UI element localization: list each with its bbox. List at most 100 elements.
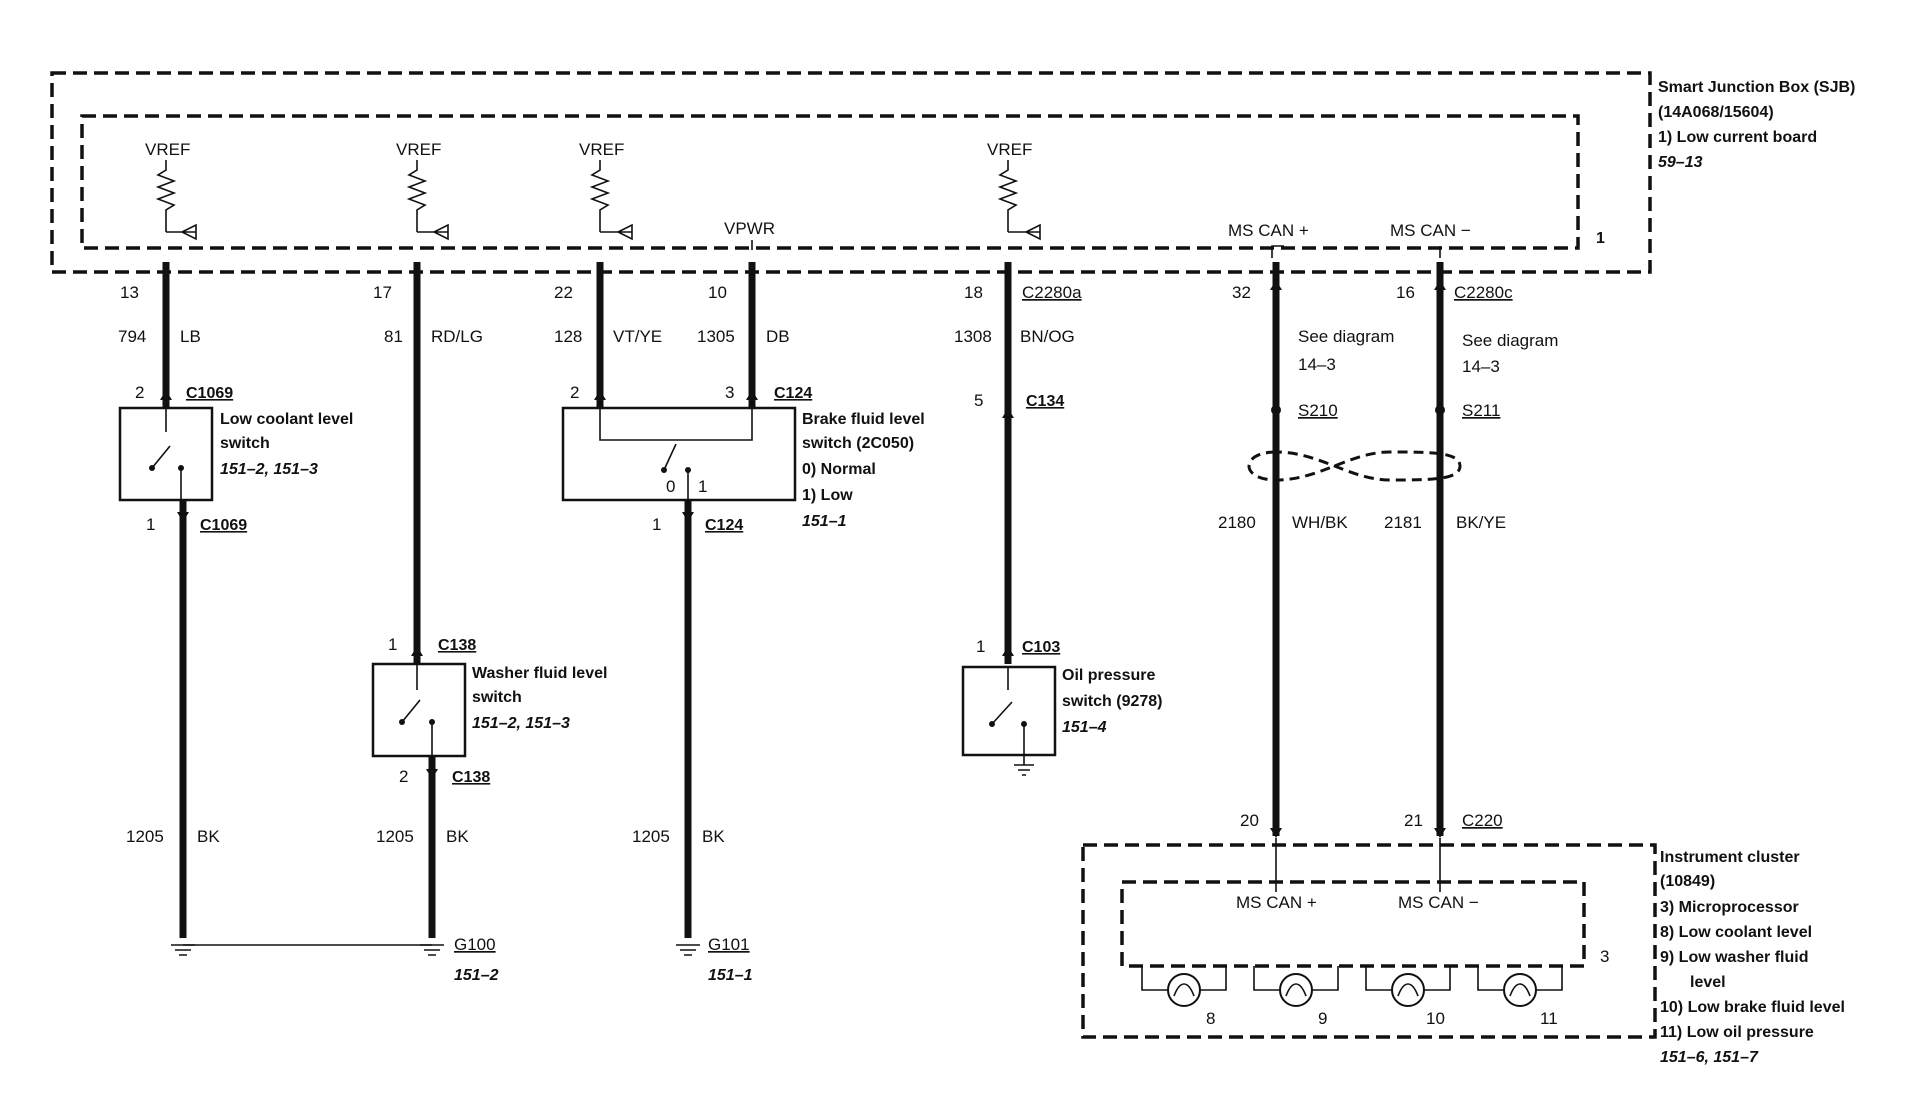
svg-text:3: 3 xyxy=(725,383,734,402)
svg-text:VREF: VREF xyxy=(396,140,441,159)
conn-c2280c: C2280c xyxy=(1454,283,1513,302)
svg-text:Oil pressure: Oil pressure xyxy=(1062,667,1155,684)
svg-text:Washer fluid level: Washer fluid level xyxy=(472,665,607,682)
vref-resistor-2: VREF xyxy=(396,140,449,241)
color-rdlg: RD/LG xyxy=(431,327,483,346)
svg-text:2: 2 xyxy=(135,383,144,402)
svg-text:1205: 1205 xyxy=(632,827,670,846)
see-diagram-2: See diagram xyxy=(1462,331,1558,350)
svg-text:1205: 1205 xyxy=(126,827,164,846)
ground-symbol-g100 xyxy=(420,944,444,956)
pin-16: 16 xyxy=(1396,283,1415,302)
cluster-inner-box xyxy=(1120,880,1586,968)
svg-text:1: 1 xyxy=(652,515,661,534)
svg-text:C124: C124 xyxy=(774,385,812,402)
svg-text:C138: C138 xyxy=(452,769,490,786)
color-vtye: VT/YE xyxy=(613,327,662,346)
svg-text:VREF: VREF xyxy=(579,140,624,159)
lamp-9-icon xyxy=(1253,966,1339,1007)
splice-s210: S210 xyxy=(1298,401,1338,420)
cluster-title: Instrument cluster xyxy=(1660,849,1800,866)
oil-switch: 5 C134 1 C103 Oil pressure switch (9278)… xyxy=(961,391,1162,776)
svg-text:C124: C124 xyxy=(705,517,743,534)
svg-text:VREF: VREF xyxy=(987,140,1032,159)
cluster-pin-20: 20 xyxy=(1240,811,1259,830)
cluster-pin-21: 21 xyxy=(1404,811,1423,830)
g101-label: G101 xyxy=(708,935,750,954)
color-lb: LB xyxy=(180,327,201,346)
cluster-mscan-leads xyxy=(1275,838,1441,892)
svg-text:C134: C134 xyxy=(1026,393,1064,410)
lamp-11-icon xyxy=(1477,966,1563,1007)
color-bkye: BK/YE xyxy=(1456,513,1506,532)
cluster-item-9: 9) Low washer fluid xyxy=(1660,949,1808,966)
sjb-ref: 59–13 xyxy=(1658,154,1703,171)
see-ref-1: 14–3 xyxy=(1298,355,1336,374)
cluster-mscan-plus: MS CAN + xyxy=(1236,893,1317,912)
coolant-switch: 2 C1069 Low coolant level switch 151–2, … xyxy=(118,383,353,534)
svg-text:0: 0 xyxy=(666,477,675,496)
ground-symbol-1 xyxy=(171,944,195,956)
pin-32: 32 xyxy=(1232,283,1251,302)
circuit-794: 794 xyxy=(118,327,146,346)
pin-13: 13 xyxy=(120,283,139,302)
svg-text:BK: BK xyxy=(702,827,725,846)
cluster-item-8: 8) Low coolant level xyxy=(1660,924,1812,941)
svg-text:1: 1 xyxy=(146,515,155,534)
twisted-pair xyxy=(1247,450,1462,482)
cluster-part: (10849) xyxy=(1660,873,1715,890)
svg-text:switch: switch xyxy=(472,689,522,706)
lamp-10-label: 10 xyxy=(1426,1009,1445,1028)
svg-text:Brake fluid level: Brake fluid level xyxy=(802,411,925,428)
svg-text:2: 2 xyxy=(399,767,408,786)
svg-text:1) Low: 1) Low xyxy=(802,487,853,504)
ground-labels: 1205 BK 1205 BK 1205 BK xyxy=(126,827,725,846)
g100-ref: 151–2 xyxy=(454,967,499,984)
svg-text:1: 1 xyxy=(388,635,397,654)
svg-text:C1069: C1069 xyxy=(186,385,233,402)
svg-text:0) Normal: 0) Normal xyxy=(802,461,876,478)
splice-dot-s210 xyxy=(1271,405,1281,415)
sjb-mscan-leads xyxy=(1271,245,1441,258)
ground-symbol-g101 xyxy=(676,944,700,956)
sjb-outer-box xyxy=(50,71,1652,274)
lamp-8-label: 8 xyxy=(1206,1009,1215,1028)
svg-text:BK: BK xyxy=(446,827,469,846)
svg-text:151–2, 151–3: 151–2, 151–3 xyxy=(220,461,318,478)
circuit-2181: 2181 xyxy=(1384,513,1422,532)
circuit-1308: 1308 xyxy=(954,327,992,346)
circuit-128: 128 xyxy=(554,327,582,346)
brake-switch: 2 3 C124 0 1 Brake fluid level switch (2… xyxy=(561,383,925,534)
see-ref-2: 14–3 xyxy=(1462,357,1500,376)
pin-10: 10 xyxy=(708,283,727,302)
sjb-part: (14A068/15604) xyxy=(1658,104,1774,121)
svg-text:151–1: 151–1 xyxy=(802,513,847,530)
svg-text:1: 1 xyxy=(698,477,707,496)
svg-text:Low coolant level: Low coolant level xyxy=(220,411,353,428)
vref-resistor-1: VREF xyxy=(145,140,197,241)
conn-c2280a: C2280a xyxy=(1022,283,1082,302)
color-bnog: BN/OG xyxy=(1020,327,1075,346)
pin-22: 22 xyxy=(554,283,573,302)
svg-text:1205: 1205 xyxy=(376,827,414,846)
cluster-item-10: 10) Low brake fluid level xyxy=(1660,999,1845,1016)
circuit-2180: 2180 xyxy=(1218,513,1256,532)
cluster-conn-c220: C220 xyxy=(1462,811,1503,830)
svg-text:151–2, 151–3: 151–2, 151–3 xyxy=(472,715,570,732)
lamp-8-icon xyxy=(1141,966,1227,1007)
vref-resistor-3: VREF xyxy=(579,140,633,241)
svg-text:BK: BK xyxy=(197,827,220,846)
svg-text:151–4: 151–4 xyxy=(1062,719,1107,736)
connector-markers xyxy=(160,280,1446,838)
cluster-item-3: 3) Microprocessor xyxy=(1660,899,1799,916)
lamp-11-label: 11 xyxy=(1540,1009,1558,1028)
cluster-item-9b: level xyxy=(1690,974,1726,991)
sjb-mscan-minus: MS CAN − xyxy=(1390,221,1471,240)
sjb-board: 1) Low current board xyxy=(1658,129,1817,146)
lamp-9-label: 9 xyxy=(1318,1009,1327,1028)
see-diagram-1: See diagram xyxy=(1298,327,1394,346)
sjb-mscan-plus: MS CAN + xyxy=(1228,221,1309,240)
sjb-inner-box xyxy=(80,114,1580,250)
sjb-number: 1 xyxy=(1596,230,1605,247)
svg-text:C103: C103 xyxy=(1022,639,1060,656)
